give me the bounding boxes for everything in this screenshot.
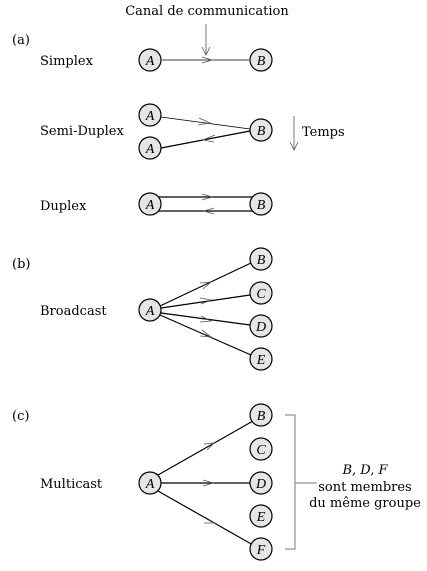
svg-text:E: E: [256, 510, 266, 525]
svg-text:C: C: [256, 443, 266, 458]
svg-text:B: B: [257, 124, 266, 139]
semi-duplex-node-a-top: A: [138, 103, 162, 127]
broadcast-arrowhead-b: [199, 281, 213, 290]
svg-text:F: F: [256, 543, 266, 558]
broadcast-edge-b: [159, 262, 252, 307]
broadcast-arrowhead-c: [199, 297, 213, 305]
svg-text:A: A: [145, 477, 155, 492]
channel-pointer-arrowhead: [201, 46, 211, 56]
section-tag-b: (b): [12, 257, 30, 272]
time-arrowhead: [289, 141, 299, 151]
broadcast-edge-c: [160, 294, 251, 309]
broadcast-node-a: A: [138, 298, 162, 322]
group-members: B, D, F: [341, 463, 388, 478]
multicast-diagram: A B C D E F B, D, F sont membres du même…: [138, 403, 421, 561]
svg-text:B: B: [257, 54, 266, 69]
svg-text:D: D: [255, 477, 266, 492]
label-simplex: Simplex: [40, 54, 94, 69]
time-indicator: Temps: [289, 116, 345, 151]
svg-text:A: A: [145, 304, 155, 319]
simplex-arrowhead: [201, 56, 214, 64]
semi-duplex-edge-top: [160, 116, 251, 130]
multicast-node-c: C: [249, 437, 273, 461]
svg-text:A: A: [145, 54, 155, 69]
svg-text:A: A: [145, 109, 155, 124]
multicast-node-e: E: [249, 504, 273, 528]
svg-text:E: E: [256, 353, 266, 368]
broadcast-node-e: E: [249, 347, 273, 371]
duplex-node-a: A: [138, 192, 162, 216]
svg-text:C: C: [256, 287, 266, 302]
multicast-node-a: A: [138, 471, 162, 495]
svg-text:A: A: [145, 142, 155, 157]
time-label: Temps: [302, 125, 345, 140]
duplex-diagram: A B: [138, 192, 273, 216]
label-duplex: Duplex: [40, 199, 87, 214]
svg-text:B: B: [257, 198, 266, 213]
svg-text:D: D: [255, 320, 266, 335]
semi-duplex-arrowhead-bottom: [201, 134, 216, 143]
semi-duplex-diagram: A A B: [138, 103, 273, 160]
broadcast-node-d: D: [249, 314, 273, 338]
broadcast-arrowhead-e: [199, 329, 213, 338]
svg-text:B: B: [257, 253, 266, 268]
multicast-edge-b: [157, 420, 254, 476]
multicast-arrowhead-d: [202, 479, 215, 487]
svg-text:B: B: [257, 409, 266, 424]
duplex-arrowhead-forward: [201, 193, 214, 201]
multicast-edge-f: [157, 490, 254, 546]
multicast-arrowhead-b: [203, 442, 216, 451]
duplex-node-b: B: [249, 192, 273, 216]
multicast-arrowhead-f: [204, 516, 217, 524]
broadcast-edge-d: [160, 312, 251, 326]
duplex-arrowhead-backward: [202, 207, 215, 215]
broadcast-edge-e: [159, 314, 252, 356]
simplex-diagram: A B: [138, 48, 273, 72]
multicast-node-f: F: [249, 537, 273, 561]
group-note-line1: sont membres: [318, 480, 411, 495]
broadcast-node-b: B: [249, 247, 273, 271]
broadcast-diagram: A B C D E: [138, 247, 273, 371]
svg-text:A: A: [145, 198, 155, 213]
broadcast-node-c: C: [249, 281, 273, 305]
label-semi-duplex: Semi-Duplex: [40, 124, 124, 139]
semi-duplex-node-a-bottom: A: [138, 136, 162, 160]
label-broadcast: Broadcast: [40, 304, 107, 319]
simplex-node-a: A: [138, 48, 162, 72]
semi-duplex-node-b: B: [249, 118, 273, 142]
section-tag-c: (c): [12, 409, 29, 424]
multicast-node-b: B: [249, 403, 273, 427]
group-bracket: [285, 414, 296, 550]
channel-title: Canal de communication: [125, 4, 289, 19]
semi-duplex-edge-bottom: [160, 130, 251, 149]
section-tag-a: (a): [12, 33, 30, 48]
group-note-line2: du même groupe: [309, 496, 421, 511]
multicast-node-d: D: [249, 471, 273, 495]
label-multicast: Multicast: [40, 477, 103, 492]
semi-duplex-arrowhead-top: [197, 117, 212, 126]
broadcast-arrowhead-d: [199, 315, 213, 323]
simplex-node-b: B: [249, 48, 273, 72]
